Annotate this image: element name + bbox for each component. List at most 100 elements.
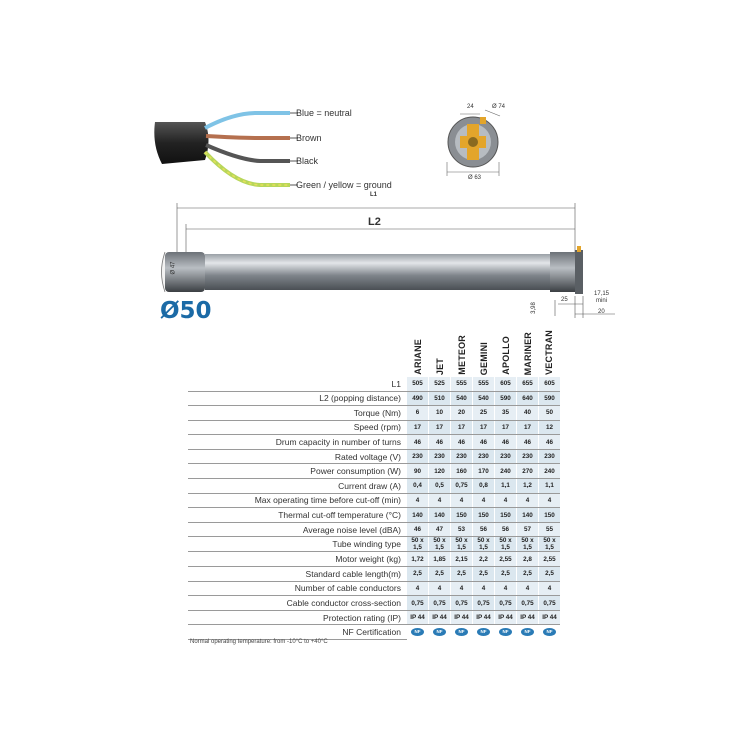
table-cell: 240 [538,463,560,480]
model-header: VECTRAN [544,330,555,375]
model-header: JET [434,357,445,375]
row-label: L1 [188,376,407,392]
table-cell: NF [450,624,473,640]
table-cell: IP 44 [406,610,429,626]
table-cell: 17 [494,420,517,436]
table-cell: 555 [450,376,473,392]
table-cell: 510 [428,391,451,407]
table-cell: 540 [450,391,473,407]
table-cell: 46 [494,434,517,450]
table-cell: 0,4 [406,478,429,494]
dim-398: 3,98 [530,302,537,314]
table-cell: 640 [516,391,539,407]
table-cell: 2,8 [516,551,539,568]
table-cell: 230 [450,449,473,465]
table-cell: 4 [472,581,495,597]
table-cell: 150 [450,507,473,523]
model-header: MARINER [522,331,533,375]
spec-table: ARIANE JET METEOR GEMINI APOLLO MARINER … [188,330,560,640]
table-cell: 50 x 1,5 [516,536,539,553]
table-cell: 1,1 [538,478,560,494]
table-cell: IP 44 [472,610,495,626]
row-label: Motor weight (kg) [188,551,407,568]
table-cell: 53 [450,522,473,538]
row-label: Max operating time before cut-off (min) [188,493,407,509]
table-cell: 50 x 1,5 [406,536,429,553]
table-cell: NF [516,624,539,640]
table-cell: 17 [406,420,429,436]
nf-certification-icon: NF [499,628,512,637]
table-cell: 0,75 [406,595,429,611]
dim-74: Ø 74 [492,104,506,110]
table-cell: 46 [450,434,473,450]
table-cell: 270 [516,463,539,480]
table-cell: 46 [516,434,539,450]
table-cell: IP 44 [494,610,517,626]
table-cell: 0,8 [472,478,495,494]
table-cell: 40 [516,405,539,421]
row-label: Power consumption (W) [188,463,407,480]
table-cell: 50 [538,405,560,421]
motor-head-illustration [446,109,501,176]
table-cell: 4 [406,493,429,509]
dim-l2: L2 [368,216,381,228]
table-cell: 0,75 [538,595,560,611]
table-cell: 0,75 [450,478,473,494]
nf-certification-icon: NF [543,628,556,637]
nf-certification-icon: NF [433,628,446,637]
table-cell: 230 [428,449,451,465]
dim-1715: 17,15 [594,291,610,297]
table-cell: 525 [428,376,451,392]
table-cell: NF [538,624,560,640]
table-cell: NF [406,624,429,640]
row-label: Average noise level (dBA) [188,522,407,538]
table-cell: 0,75 [428,595,451,611]
row-label: Number of cable conductors [188,581,407,597]
row-label: Cable conductor cross-section [188,595,407,611]
table-cell: 555 [472,376,495,392]
dim-20: 20 [598,309,605,315]
table-row: Max operating time before cut-off (min)4… [188,493,560,509]
table-cell: 1,85 [428,551,451,568]
table-cell: 2,5 [494,566,517,582]
table-cell: 2,5 [538,566,560,582]
table-cell: 90 [406,463,429,480]
table-cell: 17 [516,420,539,436]
table-cell: 2,5 [406,566,429,582]
table-cell: IP 44 [516,610,539,626]
table-cell: 0,5 [428,478,451,494]
table-cell: 2,55 [494,551,517,568]
row-label: Drum capacity in number of turns [188,434,407,450]
table-cell: 120 [428,463,451,480]
table-cell: 605 [538,376,560,392]
dim-25: 25 [561,297,568,303]
table-cell: 505 [406,376,429,392]
operating-temperature-note: Normal operating temperature: from -10°C… [190,639,328,645]
table-cell: 1,1 [494,478,517,494]
nf-certification-icon: NF [411,628,424,637]
table-cell: 230 [494,449,517,465]
model-header: GEMINI [478,341,489,375]
table-cell: 50 x 1,5 [494,536,517,553]
table-cell: 170 [472,463,495,480]
dim-47: Ø 47 [170,261,177,275]
table-cell: 590 [494,391,517,407]
table-cell: 150 [494,507,517,523]
table-cell: 4 [406,581,429,597]
table-cell: 160 [450,463,473,480]
table-cell: 6 [406,405,429,421]
tube-illustration [161,203,615,318]
cable-illustration [154,110,298,187]
table-cell: 4 [428,581,451,597]
